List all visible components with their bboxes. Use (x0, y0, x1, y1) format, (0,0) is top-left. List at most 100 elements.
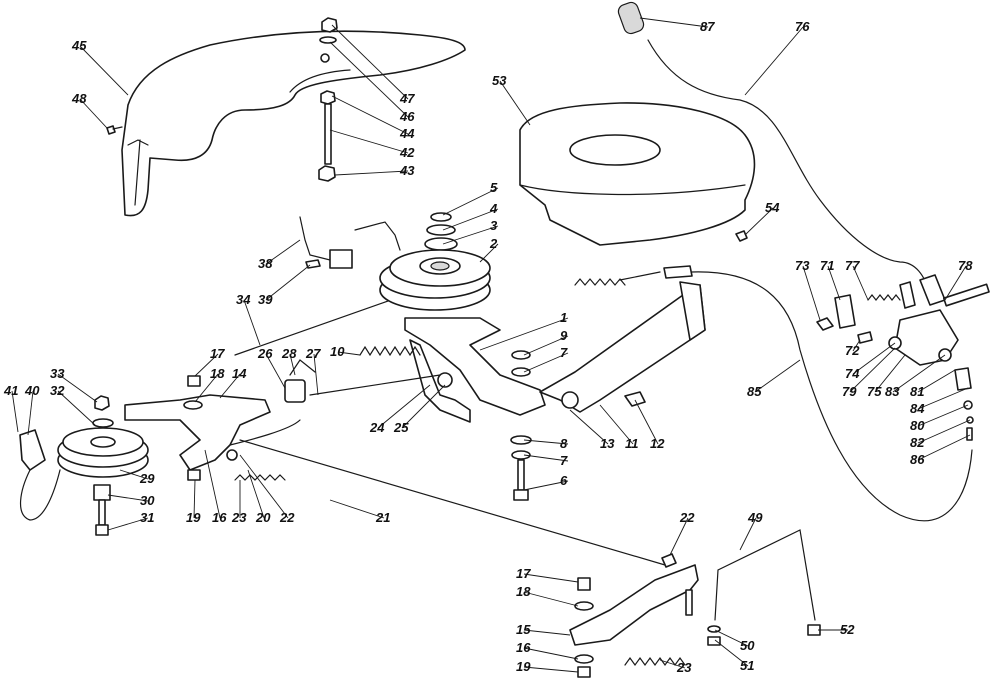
part-number-label: 2 (489, 236, 498, 251)
leader-line (331, 95, 409, 135)
leader-line (329, 129, 409, 154)
leader-line (79, 98, 108, 129)
part-number-label: 5 (490, 180, 498, 195)
screw-54-part (735, 230, 748, 242)
bolt-washer-stack-part (510, 350, 532, 501)
part-number-label: 73 (795, 258, 810, 273)
leader-line (289, 353, 296, 376)
leader-line (917, 387, 969, 410)
leader-line (243, 299, 261, 346)
part-number-label: 27 (305, 346, 321, 361)
part-number-label: 72 (845, 343, 860, 358)
part-number-label: 14 (232, 366, 247, 381)
part-number-label: 23 (676, 660, 692, 675)
part-number-label: 7 (560, 453, 568, 468)
leader-line (917, 419, 971, 444)
part-number-label: 78 (958, 258, 973, 273)
rod-21-part (239, 439, 666, 566)
part-number-label: 74 (845, 366, 860, 381)
part-number-label: 82 (910, 435, 925, 450)
part-number-label: 19 (186, 510, 201, 525)
part-number-label: 25 (393, 420, 409, 435)
leader-line (852, 342, 896, 375)
leader-line (917, 369, 956, 393)
bolt-48-part (106, 125, 123, 135)
leader-line (401, 384, 446, 429)
part-number-label: 18 (516, 584, 531, 599)
part-number-label: 51 (740, 658, 754, 673)
right-bracket-part (539, 281, 706, 413)
part-number-label: 21 (375, 510, 390, 525)
leader-line (569, 409, 609, 445)
leader-line (634, 399, 659, 445)
leader-line (523, 591, 579, 607)
leader-line (194, 373, 219, 403)
part-number-label: 45 (71, 38, 87, 53)
part-number-label: 84 (910, 401, 925, 416)
leader-line (79, 45, 129, 96)
leader-line (194, 353, 219, 377)
part-number-label: 33 (50, 366, 65, 381)
part-number-label: 12 (650, 436, 665, 451)
leader-line (265, 239, 301, 265)
leader-line (892, 354, 946, 393)
part-number-label: 42 (399, 145, 415, 160)
part-number-label: 83 (885, 384, 900, 399)
leader-line (852, 265, 869, 301)
leader-line (523, 454, 569, 462)
part-number-label: 18 (210, 366, 225, 381)
part-number-label: 41 (3, 383, 18, 398)
leader-line (265, 264, 311, 301)
main-pulley-part (379, 212, 491, 311)
leader-line (714, 639, 749, 667)
leader-line (193, 479, 196, 519)
leader-line (744, 26, 804, 96)
left-pulley-part (19, 395, 149, 536)
leader-line (337, 351, 361, 356)
leader-line (874, 354, 906, 393)
leader-line (714, 629, 749, 647)
part-number-label: 4 (489, 201, 498, 216)
long-rod-34-part (234, 294, 406, 356)
leader-line (802, 265, 821, 321)
part-number-label: 3 (490, 218, 498, 233)
leader-line (313, 353, 319, 396)
part-number-label: 76 (795, 19, 810, 34)
part-number-label: 80 (910, 418, 925, 433)
leader-line (107, 494, 149, 502)
part-number-label: 50 (740, 638, 755, 653)
part-number-label: 20 (255, 510, 271, 525)
leader-line (599, 404, 634, 445)
part-number-label: 22 (679, 510, 695, 525)
part-number-label: 32 (50, 383, 65, 398)
leader-line (739, 517, 757, 551)
part-number-label: 52 (840, 622, 855, 637)
part-number-label: 87 (700, 19, 715, 34)
part-number-label: 17 (516, 566, 531, 581)
leader-line (523, 573, 579, 583)
part-number-label: 53 (492, 73, 507, 88)
part-number-label: 47 (399, 91, 415, 106)
part-number-label: 16 (516, 640, 531, 655)
bent-rod-part (299, 216, 401, 269)
part-number-label: 7 (560, 345, 568, 360)
part-number-label: 13 (600, 436, 615, 451)
leader-line (849, 347, 896, 393)
spring-parts (359, 265, 693, 357)
part-number-label: 19 (516, 659, 531, 674)
part-number-label: 16 (212, 510, 227, 525)
part-number-label: 81 (910, 384, 924, 399)
part-number-label: 29 (139, 471, 155, 486)
leader-line (11, 390, 19, 433)
part-number-label: 85 (747, 384, 762, 399)
part-number-label: 6 (560, 473, 568, 488)
leader-line (57, 373, 98, 403)
lever-rod-part (617, 1, 946, 309)
right-cluster-parts (816, 283, 990, 441)
round-guard-part (519, 102, 756, 246)
part-number-label: 54 (765, 200, 780, 215)
leader-line (523, 352, 569, 373)
leader-line (523, 480, 569, 491)
